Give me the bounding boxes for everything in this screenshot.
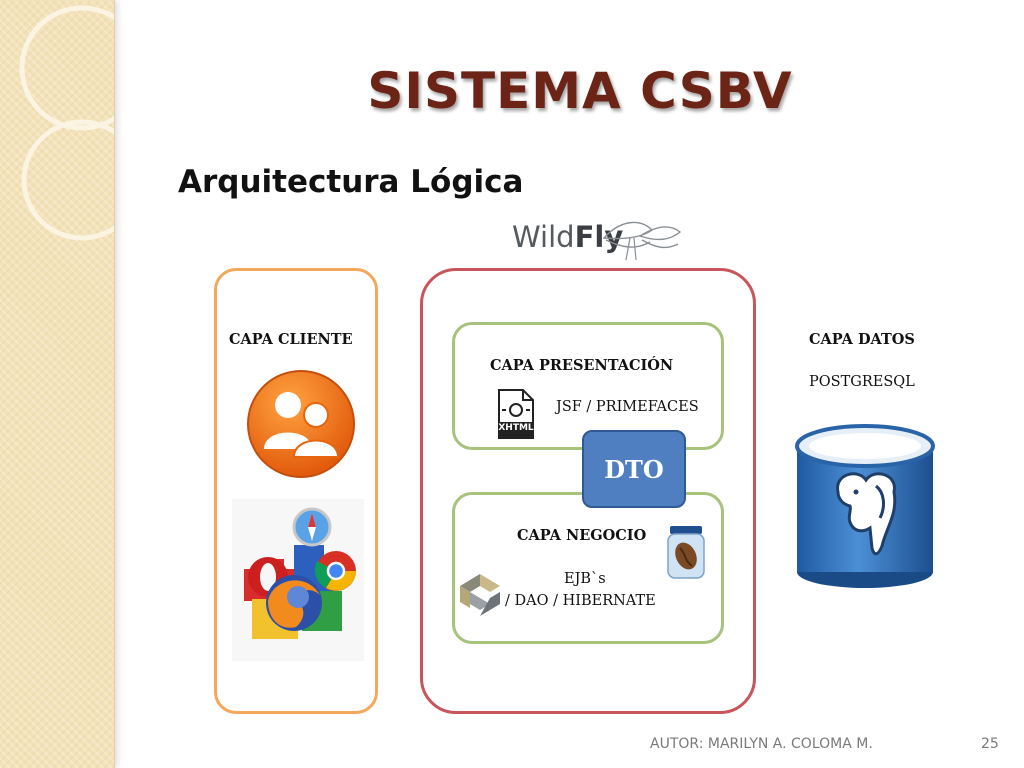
browsers-icon (232, 499, 364, 661)
business-layer-title: CAPA NEGOCIO (517, 527, 647, 544)
slide-subtitle: Arquitectura Lógica (178, 164, 524, 200)
database-postgresql-icon (795, 424, 935, 588)
slide-title: SISTEMA CSBV (367, 62, 793, 120)
wildfly-wings-icon (602, 221, 682, 261)
coffee-bean-jar-icon (667, 526, 705, 579)
decorative-side-panel (0, 0, 115, 768)
client-layer-title: CAPA CLIENTE (229, 331, 353, 348)
wildfly-text-wild: Wild (512, 220, 575, 254)
users-icon (247, 370, 355, 478)
decorative-rings-icon (19, 5, 114, 241)
dto-box: DTO (582, 430, 686, 508)
wildfly-wordmark: WildFly (512, 220, 623, 254)
xhtml-icon-label: XHTML (498, 423, 534, 433)
wildfly-text-fly: Fly (574, 220, 624, 254)
business-technology-dao-hibernate: / DAO / HIBERNATE (505, 593, 656, 609)
presentation-layer-box (452, 322, 724, 450)
business-technology-ejb: EJB`s (564, 571, 606, 587)
footer-author: AUTOR: MARILYN A. COLOMA M. (650, 736, 873, 752)
data-layer-technology: POSTGRESQL (809, 374, 915, 390)
xhtml-file-icon: XHTML (497, 388, 535, 440)
wildfly-logo: WildFly (512, 214, 682, 264)
presentation-technology: JSF / PRIMEFACES (556, 399, 699, 415)
data-layer-title: CAPA DATOS (809, 331, 915, 348)
presentation-layer-title: CAPA PRESENTACIÓN (490, 357, 674, 374)
page-number: 25 (981, 736, 999, 752)
hibernate-icon (460, 574, 500, 616)
